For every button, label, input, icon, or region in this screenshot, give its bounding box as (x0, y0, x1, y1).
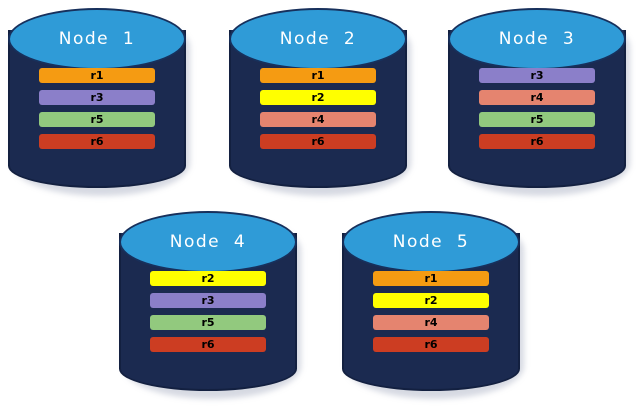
replica-bar[interactable]: r6 (150, 337, 266, 352)
replica-bar[interactable]: r2 (260, 90, 376, 105)
replica-list: r1 r2 r4 r6 (260, 68, 376, 149)
replica-bar[interactable]: r5 (39, 112, 155, 127)
node-label: Node 2 (279, 29, 357, 49)
replica-list: r1 r2 r4 r6 (373, 271, 489, 352)
replica-bar[interactable]: r5 (150, 315, 266, 330)
replica-bar[interactable]: r1 (260, 68, 376, 83)
node-label: Node 4 (169, 232, 247, 252)
replica-bar[interactable]: r6 (39, 134, 155, 149)
replica-bar[interactable]: r2 (373, 293, 489, 308)
database-node[interactable]: Node 2 r1 r2 r4 r6 (229, 8, 411, 196)
replica-bar[interactable]: r6 (373, 337, 489, 352)
replica-bar[interactable]: r5 (479, 112, 595, 127)
replica-list: r3 r4 r5 r6 (479, 68, 595, 149)
replica-list: r2 r3 r5 r6 (150, 271, 266, 352)
cylinder-top-ellipse (119, 211, 297, 273)
cylinder-top-ellipse (448, 8, 626, 70)
cylinder-top-ellipse (8, 8, 186, 70)
replica-bar[interactable]: r3 (150, 293, 266, 308)
node-label: Node 3 (498, 29, 576, 49)
node-label: Node 1 (58, 29, 136, 49)
replica-bar[interactable]: r3 (39, 90, 155, 105)
replica-bar[interactable]: r3 (479, 68, 595, 83)
node-label: Node 5 (392, 232, 470, 252)
replica-bar[interactable]: r6 (479, 134, 595, 149)
replica-bar[interactable]: r4 (479, 90, 595, 105)
database-node[interactable]: Node 3 r3 r4 r5 r6 (448, 8, 630, 196)
replica-bar[interactable]: r1 (39, 68, 155, 83)
replica-list: r1 r3 r5 r6 (39, 68, 155, 149)
replica-bar[interactable]: r2 (150, 271, 266, 286)
replica-bar[interactable]: r4 (373, 315, 489, 330)
database-node[interactable]: Node 4 r2 r3 r5 r6 (119, 211, 301, 399)
database-node[interactable]: Node 5 r1 r2 r4 r6 (342, 211, 524, 399)
replica-bar[interactable]: r4 (260, 112, 376, 127)
cylinder-top-ellipse (342, 211, 520, 273)
replica-bar[interactable]: r6 (260, 134, 376, 149)
replica-bar[interactable]: r1 (373, 271, 489, 286)
database-node[interactable]: Node 1 r1 r3 r5 r6 (8, 8, 190, 196)
